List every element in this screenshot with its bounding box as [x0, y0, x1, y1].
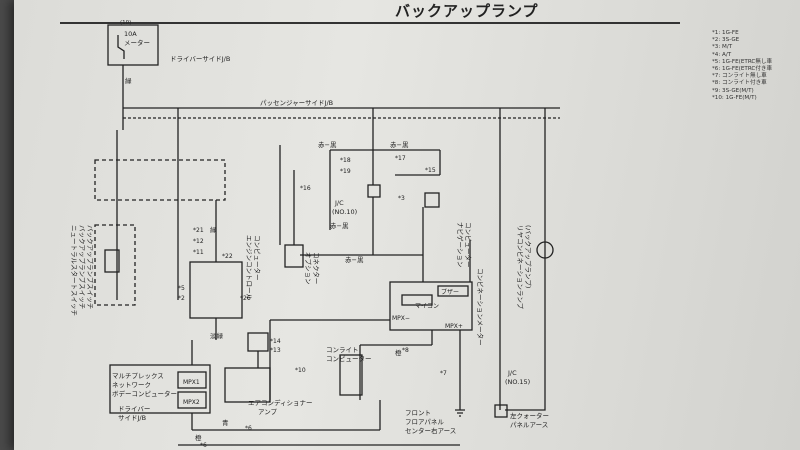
fuse-number: (10) [120, 20, 131, 26]
passenger-jb-label: パッセンジャーサイドJ/B [260, 99, 333, 107]
wire-color-label: 赤−黒 [330, 222, 349, 230]
legend-item: *2: 3S-GE [712, 37, 740, 44]
combo-lamp-label-2: (バックアップランプ) [524, 225, 532, 288]
legend-item: *5: 1G-FE(ETRC無し車 [712, 58, 773, 65]
option-connector-label-1: オプション [304, 252, 312, 285]
code-label: *16 [300, 185, 311, 192]
mpx1-label: MPX1 [183, 379, 200, 386]
legend-item: *7: コンライト無し車 [712, 73, 767, 80]
wire-labels: 緑 緑 淡緑 赤−黒 赤−黒 赤−黒 赤−黒 青 橙 橙 [125, 76, 409, 442]
switch-label-3: バックアップランプスイッチ [86, 225, 94, 309]
switch-label-1: ニュートラルスタートスイッチ [70, 225, 79, 316]
mycon-label: マイコン [415, 303, 439, 310]
aircon-label: エアコンディショナー [248, 398, 313, 407]
jc10-label: J/C [334, 199, 344, 207]
title-underline [60, 22, 680, 24]
code-label: *8 [402, 347, 409, 354]
front-ground-label-3: センター右アース [405, 426, 456, 435]
engine-computer-label-1: エンジンコントロール [245, 235, 253, 301]
driver-jb-label: ドライバーサイドJ/B [170, 55, 230, 63]
code-label: *17 [395, 155, 406, 162]
driver-jb-bottom-label-2: サイドJ/B [118, 414, 146, 422]
navi-label-2: コンピューター [464, 222, 473, 268]
buzzer-label: ブザー [441, 288, 459, 296]
page-title: バックアップランプ [395, 2, 539, 20]
legend-item: *1: 1G-FE [712, 30, 739, 36]
light-computer-label: コンライト [326, 346, 359, 354]
combo-meter-label: コンビネーションメーター [476, 268, 485, 346]
code-label: *6 [245, 425, 252, 432]
wire-color-label: 赤−黒 [390, 141, 409, 149]
option-connector-label-2: コネクター [312, 252, 321, 284]
wire-color-label: 橙 [195, 433, 202, 442]
code-label: *7 [440, 370, 447, 377]
wire-color-label: 赤−黒 [318, 141, 337, 149]
front-ground-label: フロント [405, 409, 431, 417]
left-quarter-ground-label: 左クォーター [510, 411, 549, 420]
mpx-minus-label: MPX− [392, 315, 410, 322]
legend-item: *6: 1G-FE(ETRC付き車 [712, 66, 773, 73]
aircon-label-2: アンプ [258, 408, 278, 416]
combo-lamp-label-1: リヤコンビネーションランプ [516, 225, 525, 310]
code-label: *6 [200, 442, 207, 449]
legend-item: *4: A/T [712, 51, 732, 58]
code-label: *22 [222, 253, 233, 260]
code-label: *3 [398, 195, 405, 202]
option-codes: *18 *19 *17 *16 *15 *3 *21 *12 *11 *22 *… [178, 155, 447, 449]
wire-color-label: 緑 [125, 76, 132, 85]
engine-computer-label-2: コンピューター [253, 235, 262, 281]
wire-color-label: 淡緑 [210, 331, 224, 340]
switch-label-2: バックアップランプスイッチ [78, 225, 86, 309]
code-label: *12 [193, 238, 204, 245]
code-label: *10 [295, 367, 306, 374]
jc15-label: J/C [507, 369, 517, 377]
code-label: *5 [178, 285, 185, 292]
code-label: *14 [270, 338, 281, 345]
component-labels: 10A メーター (10) ドライバーサイドJ/B パッセンジャーサイドJ/B … [112, 20, 549, 435]
fuse-rating: 10A [124, 30, 137, 38]
wire-color-label: 橙 [395, 348, 402, 357]
wire-color-label: 青 [222, 418, 229, 427]
mpx-plus-label: MPX+ [445, 323, 463, 330]
front-ground-label-2: フロアパネル [405, 418, 444, 426]
code-label: *11 [193, 249, 204, 256]
code-label: *26 [240, 295, 251, 302]
wire-color-label: 緑 [210, 225, 217, 234]
legend-item: *10: 1G-FE(M/T) [712, 94, 757, 101]
manual-page [14, 0, 800, 450]
option-legend: *1: 1G-FE *2: 3S-GE *3: M/T *4: A/T *5: … [712, 30, 798, 102]
jc15-label-2: (NO.15) [505, 378, 530, 386]
legend-item: *3: M/T [712, 44, 733, 51]
fuse-name: メーター [124, 38, 150, 47]
wire-color-label: 赤−黒 [345, 256, 364, 264]
vertical-labels: ニュートラルスタートスイッチ バックアップランプスイッチ バックアップランプスイ… [70, 222, 532, 346]
code-label: *21 [193, 227, 204, 234]
jc10-label-2: (NO.10) [332, 208, 357, 216]
code-label: *18 [340, 157, 351, 164]
legend-item: *9: 3S-GE(M/T) [712, 87, 754, 94]
legend-item: *8: コンライト付き車 [712, 80, 767, 87]
mpx2-label: MPX2 [183, 399, 200, 406]
navi-label-1: ナビゲーション [456, 222, 465, 267]
light-computer-label-2: コンピューター [326, 354, 372, 363]
multiplex-label-3: ボデーコンピューター [112, 389, 177, 398]
fuse-box [107, 24, 159, 66]
code-label: *13 [270, 347, 281, 354]
multiplex-label-2: ネットワーク [112, 381, 151, 389]
code-label: *15 [425, 167, 436, 174]
code-label: *19 [340, 168, 351, 175]
driver-jb-bottom-label: ドライバー [118, 405, 150, 413]
multiplex-label-1: マルチプレックス [112, 372, 164, 380]
code-label: *2 [178, 295, 185, 302]
left-quarter-ground-label-2: パネルアース [510, 421, 548, 429]
